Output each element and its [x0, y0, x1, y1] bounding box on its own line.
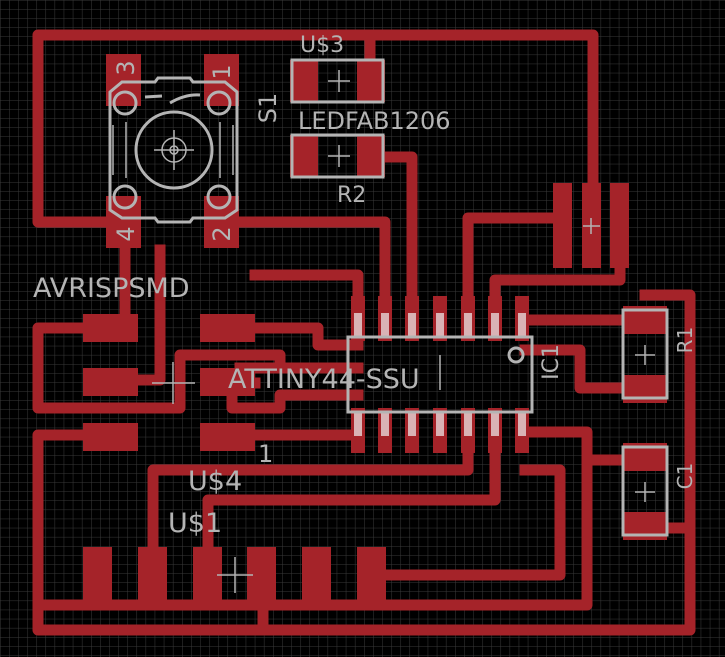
trace[interactable]	[219, 216, 391, 306]
ic-pin-bottom-lead	[491, 412, 499, 436]
ftdi-pad-6[interactable]	[357, 547, 386, 602]
switch-pad-4[interactable]	[106, 196, 141, 248]
c1-origin-cross	[635, 482, 655, 502]
r1-origin-cross	[635, 345, 655, 365]
ic-pin-bottom-lead	[518, 412, 526, 436]
led-pad-right[interactable]	[357, 60, 385, 102]
switch-pin-label-2: 2	[208, 226, 236, 241]
trace[interactable]	[129, 244, 166, 386]
trace[interactable]	[249, 322, 364, 351]
ic-value-label: ATTINY44-SSU	[228, 364, 420, 395]
trace[interactable]	[489, 259, 626, 306]
r2-name-label: R2	[337, 183, 366, 208]
trace[interactable]	[379, 151, 418, 306]
r1-outline	[621, 308, 669, 400]
r2-origin-cross	[328, 145, 350, 167]
ic-pin-top-lead	[464, 313, 472, 337]
switch-actuator	[134, 110, 214, 190]
trace[interactable]	[519, 344, 626, 394]
trace[interactable]	[462, 212, 566, 306]
isp-pad-5[interactable]	[83, 423, 138, 451]
isp-pad-6[interactable]	[200, 423, 255, 451]
r2-pad-left[interactable]	[290, 135, 318, 177]
ic-pin-bottom-lead	[408, 412, 416, 436]
switch-pin-label-4: 4	[112, 226, 140, 241]
isp-pad-2[interactable]	[200, 314, 255, 342]
switch-side-mark	[112, 122, 234, 178]
isp-header[interactable]: AVRISPSMD 1	[33, 273, 273, 468]
r2-pad-right[interactable]	[357, 135, 385, 177]
led-u3[interactable]: U$3 LEDFAB1206	[290, 33, 451, 135]
ic1-attiny44[interactable]: ATTINY44-SSU IC1	[228, 296, 564, 453]
switch-pin-label-1: 1	[208, 64, 236, 79]
resonator-pad-3[interactable]	[610, 183, 629, 268]
ftdi-pad-5[interactable]	[302, 547, 331, 602]
resonator-name-label: U$4	[188, 466, 242, 497]
trace[interactable]	[379, 464, 566, 581]
resonator-pad-1[interactable]	[553, 183, 572, 268]
ic-pin-bottom-lead	[381, 412, 389, 436]
ic-pin-bottom-lead	[464, 412, 472, 436]
led-value-label: LEDFAB1206	[298, 107, 451, 135]
ic-outline	[346, 335, 534, 414]
isp-origin-cross	[152, 362, 195, 404]
ic-pin-bottom-lead	[436, 412, 444, 436]
led-origin-cross	[328, 70, 350, 92]
trace[interactable]	[32, 322, 286, 414]
switch-hole	[112, 90, 138, 116]
r1-name-label: R1	[673, 327, 697, 354]
ic-pin-top-lead	[354, 313, 362, 337]
isp-pad-4[interactable]	[200, 368, 255, 396]
isp-pad-3[interactable]	[83, 368, 138, 396]
resistor-r2[interactable]: R2	[290, 133, 385, 208]
capacitor-c1[interactable]: C1	[621, 443, 697, 540]
resistor-r1[interactable]: R1	[621, 306, 697, 403]
ic-pin-top-lead	[491, 313, 499, 337]
ftdi-pad-1[interactable]	[83, 547, 112, 602]
switch-outline	[108, 76, 239, 224]
ic-pin-top-lead	[436, 313, 444, 337]
c1-name-label: C1	[673, 463, 697, 490]
ic-pin-bottom-lead	[354, 412, 362, 436]
trace[interactable]	[202, 434, 501, 561]
switch-hole	[206, 184, 232, 210]
ic-pin-top-lead	[408, 313, 416, 337]
trace[interactable]	[32, 289, 696, 636]
ftdi-name-label: U$1	[168, 508, 222, 539]
trace[interactable]	[34, 426, 593, 611]
ftdi-header-u1[interactable]: U$1 U$4	[83, 466, 386, 602]
switch-pin-label-3: 3	[112, 60, 140, 75]
ftdi-origin-cross	[217, 557, 253, 593]
c1-outline	[621, 445, 669, 537]
trace[interactable]	[147, 434, 474, 561]
isp-pin1-label: 1	[258, 440, 273, 468]
switch-crosshair	[154, 130, 194, 170]
switch-s1[interactable]: 3 1 4 2 S1	[106, 54, 282, 248]
ftdi-pad-2[interactable]	[138, 547, 167, 602]
ic-pins	[351, 296, 529, 453]
trace[interactable]	[32, 29, 599, 228]
led-name-label: U$3	[300, 33, 344, 58]
ic-name-label: IC1	[539, 344, 564, 380]
resonator-pads[interactable]	[553, 183, 629, 268]
switch-hole	[206, 90, 232, 116]
switch-contact-mark	[144, 93, 201, 105]
ic-pin-top-lead	[518, 313, 526, 337]
trace[interactable]	[249, 269, 364, 306]
led-outline	[290, 58, 385, 104]
ic-pin1-marker	[507, 346, 525, 364]
isp-pad-1[interactable]	[83, 314, 138, 342]
switch-hole	[112, 184, 138, 210]
led-pad-left[interactable]	[290, 60, 318, 102]
ic-pin-top-lead	[381, 313, 389, 337]
resonator-origin-cross	[583, 218, 600, 234]
r2-outline	[290, 133, 385, 179]
traces	[32, 29, 696, 636]
isp-name-label: AVRISPSMD	[33, 273, 190, 304]
switch-name-label: S1	[254, 93, 282, 124]
